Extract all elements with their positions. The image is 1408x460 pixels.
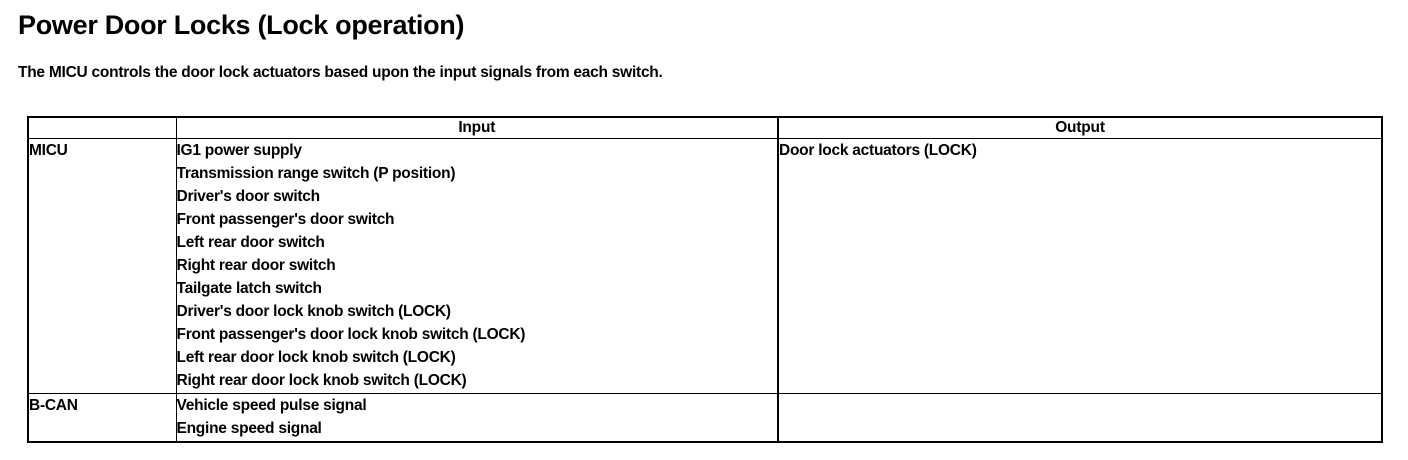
- input-signal-item: Transmission range switch (P position): [176, 165, 456, 182]
- output-item: Door lock actuators (LOCK): [779, 142, 977, 159]
- table-header-row: Input Output: [27, 116, 1383, 139]
- column-header-source: [27, 116, 177, 139]
- input-signal-item: Engine speed signal: [176, 420, 322, 437]
- input-signal-item: Driver's door switch: [176, 188, 321, 205]
- input-signal-item: Tailgate latch switch: [176, 280, 322, 297]
- input-signal-item: Right rear door lock knob switch (LOCK): [176, 372, 467, 389]
- input-signal-item: Left rear door switch: [176, 234, 325, 251]
- cell-source: B-CAN: [27, 393, 177, 443]
- input-signal-item: Right rear door switch: [176, 257, 336, 274]
- cell-source: MICU: [27, 138, 177, 394]
- input-signal-item: Vehicle speed pulse signal: [176, 397, 367, 414]
- page-description: The MICU controls the door lock actuator…: [18, 64, 663, 81]
- input-signal-item: Left rear door lock knob switch (LOCK): [176, 349, 456, 366]
- cell-output-list: [777, 393, 1383, 443]
- input-signal-item: Front passenger's door switch: [176, 211, 395, 228]
- page-title: Power Door Locks (Lock operation): [18, 10, 465, 40]
- input-signal-item: IG1 power supply: [176, 142, 302, 159]
- column-header-output: Output: [777, 116, 1383, 139]
- input-signal-item: Driver's door lock knob switch (LOCK): [176, 303, 452, 320]
- cell-output-list: Door lock actuators (LOCK): [777, 138, 1383, 394]
- input-signal-item: Front passenger's door lock knob switch …: [176, 326, 526, 343]
- column-header-input: Input: [175, 116, 779, 139]
